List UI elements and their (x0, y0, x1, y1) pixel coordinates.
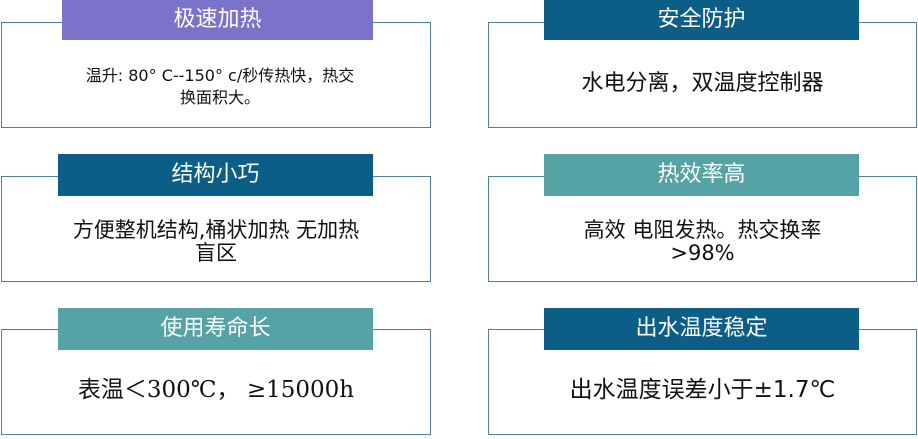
card-text-line: 换面积大。 (179, 88, 260, 107)
card-text-outlet-temp: 出水温度误差小于±1.7℃ (569, 377, 836, 403)
card-title-lifespan: 使用寿命长 (58, 308, 373, 350)
card-title-compact: 结构小巧 (58, 154, 373, 196)
card-title-safety: 安全防护 (544, 0, 859, 40)
card-text-lifespan: 表温＜300℃， ≥15000h (77, 377, 355, 403)
card-text-compact: 方便整机结构,桶状加热 无加热 盲区 (25, 214, 407, 270)
card-title-outlet-temp: 出水温度稳定 (544, 308, 859, 350)
card-text-line: >98% (670, 241, 735, 265)
card-text-safety: 水电分离，双温度控制器 (581, 71, 824, 96)
card-title-efficiency: 热效率高 (544, 154, 859, 196)
card-title-fast-heating: 极速加热 (62, 0, 373, 40)
card-text-line: 高效 电阻发热。热交换率 (583, 218, 822, 242)
card-text-efficiency: 高效 电阻发热。热交换率 >98% (500, 214, 905, 270)
card-text-fast-heating: 温升: 80° C--150° c/秒传热快，热交 换面积大。 (30, 62, 410, 112)
card-text-line: 盲区 (195, 241, 237, 265)
card-text-line: 方便整机结构,桶状加热 无加热 (72, 218, 360, 242)
card-text-line: 温升: 80° C--150° c/秒传热快，热交 (85, 66, 355, 85)
